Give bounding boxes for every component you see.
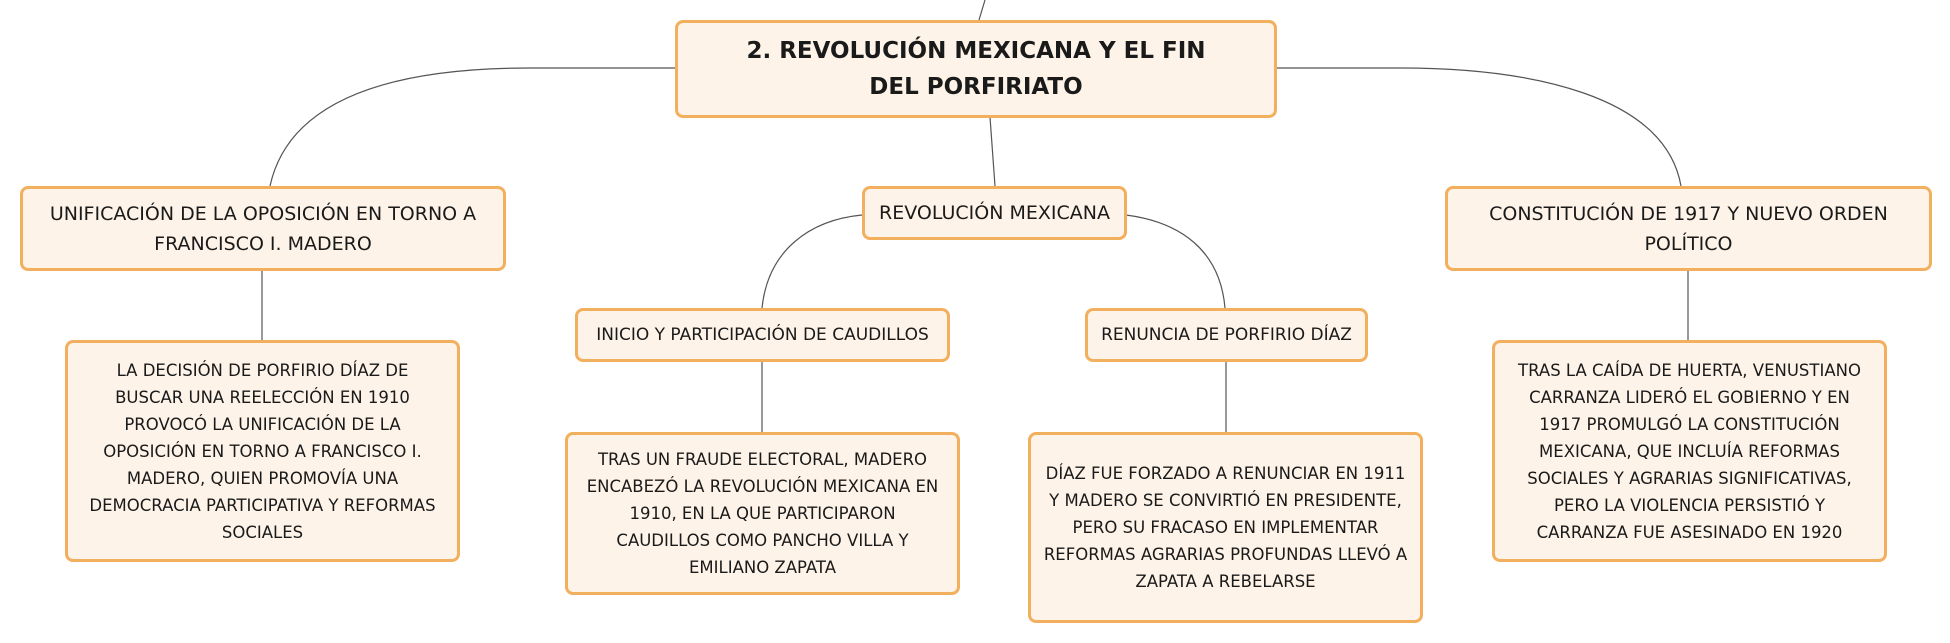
detail-inicio-text: TRAS UN FRAUDE ELECTORAL, MADERO ENCABEZ…	[586, 450, 939, 577]
topic-unificacion-node[interactable]: UNIFICACIÓN DE LA OPOSICIÓN EN TORNO A F…	[20, 186, 506, 271]
connector-incoming-root	[978, 0, 986, 21]
detail-unificacion-text: LA DECISIÓN DE PORFIRIO DÍAZ DE BUSCAR U…	[89, 360, 436, 542]
subtopic-renuncia-node[interactable]: RENUNCIA DE PORFIRIO DÍAZ	[1085, 308, 1368, 362]
subtopic-inicio-node[interactable]: INICIO Y PARTICIPACIÓN DE CAUDILLOS	[575, 308, 950, 362]
connector-root-to-left	[269, 67, 676, 187]
detail-constitucion-node[interactable]: TRAS LA CAÍDA DE HUERTA, VENUSTIANO CARR…	[1492, 340, 1887, 562]
detail-constitucion-text: TRAS LA CAÍDA DE HUERTA, VENUSTIANO CARR…	[1518, 360, 1861, 542]
root-topic-node[interactable]: 2. REVOLUCIÓN MEXICANA Y EL FIN DEL PORF…	[675, 20, 1277, 118]
topic-revolucion-node[interactable]: REVOLUCIÓN MEXICANA	[862, 186, 1127, 240]
detail-unificacion-node[interactable]: LA DECISIÓN DE PORFIRIO DÍAZ DE BUSCAR U…	[65, 340, 460, 562]
detail-renuncia-text: DÍAZ FUE FORZADO A RENUNCIAR EN 1911 Y M…	[1043, 464, 1408, 591]
subtopic-renuncia-title: RENUNCIA DE PORFIRIO DÍAZ	[1101, 325, 1352, 345]
connector-center-to-sub-left	[761, 214, 863, 309]
topic-revolucion-title: REVOLUCIÓN MEXICANA	[879, 202, 1110, 224]
detail-inicio-node[interactable]: TRAS UN FRAUDE ELECTORAL, MADERO ENCABEZ…	[565, 432, 960, 595]
connector-root-to-right	[1276, 67, 1682, 187]
subtopic-inicio-title: INICIO Y PARTICIPACIÓN DE CAUDILLOS	[596, 325, 929, 345]
topic-constitucion-title: CONSTITUCIÓN DE 1917 Y NUEVO ORDEN POLÍT…	[1489, 202, 1888, 255]
topic-constitucion-node[interactable]: CONSTITUCIÓN DE 1917 Y NUEVO ORDEN POLÍT…	[1445, 186, 1932, 271]
connector-center-to-sub-right	[1125, 214, 1226, 309]
detail-renuncia-node[interactable]: DÍAZ FUE FORZADO A RENUNCIAR EN 1911 Y M…	[1028, 432, 1423, 623]
root-topic-title: 2. REVOLUCIÓN MEXICANA Y EL FIN DEL PORF…	[746, 38, 1206, 100]
topic-unificacion-title: UNIFICACIÓN DE LA OPOSICIÓN EN TORNO A F…	[49, 202, 477, 255]
connector-root-to-center	[989, 116, 996, 187]
